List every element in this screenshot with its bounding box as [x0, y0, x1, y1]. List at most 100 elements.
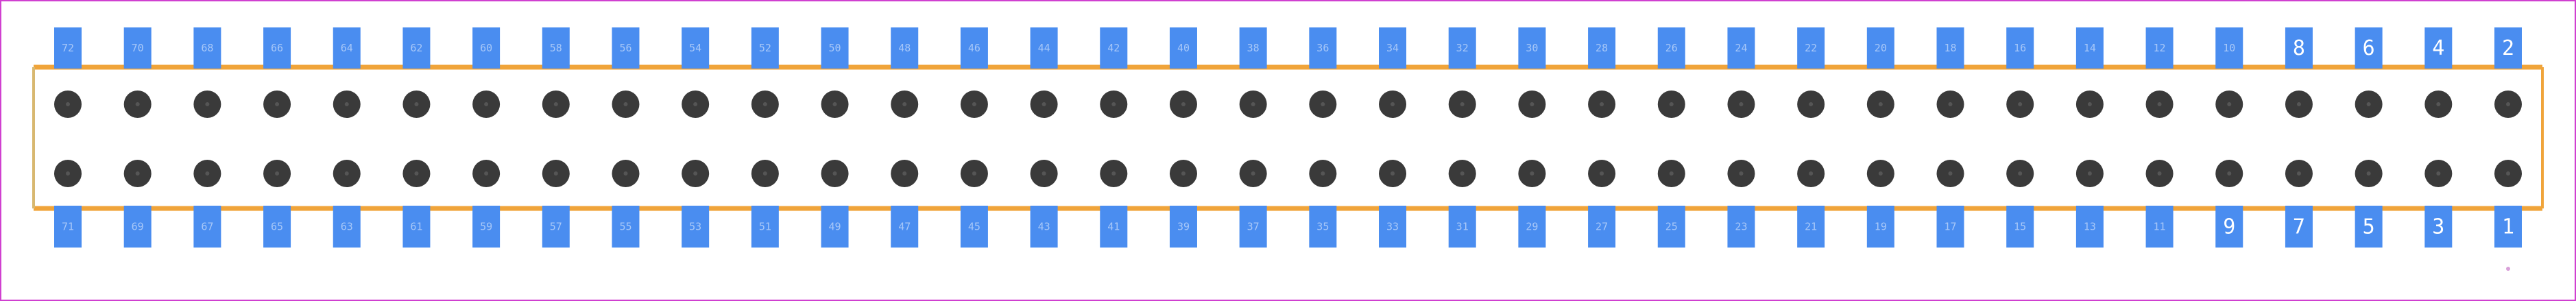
- top-row-pad: [1797, 27, 1825, 69]
- top-row-pad-label: 68: [201, 42, 213, 54]
- top-row-pad-label: 34: [1386, 42, 1399, 54]
- bottom-row-pad-label: 17: [1944, 221, 1956, 233]
- bottom-row-pad-label: 11: [2154, 221, 2166, 233]
- top-row-pad: [1518, 27, 1546, 69]
- through-hole-center: [2366, 102, 2371, 106]
- top-row-pad: [1379, 27, 1407, 69]
- top-row-pad-label: 24: [1735, 42, 1747, 54]
- bottom-row-pad-label: 61: [410, 221, 422, 233]
- through-hole-center: [1181, 102, 1185, 106]
- top-row-pad-label: 54: [689, 42, 701, 54]
- through-hole-center: [2157, 102, 2162, 106]
- bottom-row-pad: [1448, 206, 1476, 248]
- top-row-pad: [1866, 27, 1894, 69]
- bottom-row-pad: [2494, 206, 2522, 248]
- top-row-pad: [1936, 27, 1964, 69]
- bottom-row-pad: [1518, 206, 1546, 248]
- through-hole-center: [1878, 102, 1883, 106]
- top-row-pad-label: 16: [2014, 42, 2026, 54]
- through-hole-center: [344, 102, 349, 106]
- through-hole-center: [1669, 171, 1674, 176]
- top-row-pad: [542, 27, 570, 69]
- through-hole-center: [1111, 171, 1116, 176]
- top-row-pad-label: 46: [968, 42, 980, 54]
- bottom-row-pad-label: 25: [1665, 221, 1678, 233]
- through-hole-center: [1251, 171, 1255, 176]
- through-hole-center: [205, 102, 210, 106]
- top-row-pad-label: 14: [2084, 42, 2096, 54]
- bottom-row-pad-label: 69: [132, 221, 144, 233]
- through-hole-center: [553, 102, 558, 106]
- bottom-row-pad: [1936, 206, 1964, 248]
- top-row-pad-label: 8: [2293, 36, 2305, 60]
- through-hole-center: [414, 102, 419, 106]
- top-row-pad-label: 50: [829, 42, 841, 54]
- through-hole-center: [2366, 171, 2371, 176]
- top-row-pad: [2494, 27, 2522, 69]
- bottom-row-pad-label: 23: [1735, 221, 1747, 233]
- bottom-row-pad-label: 35: [1316, 221, 1329, 233]
- bottom-row-pad: [263, 206, 291, 248]
- top-row-pad-label: 60: [480, 42, 492, 54]
- through-hole-center: [2227, 171, 2232, 176]
- top-row-pad-label: 38: [1247, 42, 1260, 54]
- through-hole-center: [2506, 102, 2510, 106]
- through-hole-center: [1530, 171, 1534, 176]
- through-hole-center: [1600, 102, 1604, 106]
- top-row-pad: [1657, 27, 1685, 69]
- bottom-row-pad: [2006, 206, 2034, 248]
- through-hole-center: [1321, 171, 1325, 176]
- top-row-pad: [1727, 27, 1755, 69]
- through-hole-center: [2227, 102, 2232, 106]
- top-row-pad: [682, 27, 710, 69]
- top-row-pad-label: 64: [341, 42, 353, 54]
- bottom-row-pad-label: 63: [341, 221, 353, 233]
- bottom-row-pad: [1309, 206, 1337, 248]
- bottom-row-pad-label: 67: [201, 221, 213, 233]
- top-row-pad-label: 6: [2363, 36, 2375, 60]
- through-hole-center: [2296, 102, 2301, 106]
- top-row-pad-label: 56: [619, 42, 631, 54]
- through-hole-center: [414, 171, 419, 176]
- through-hole-center: [1739, 102, 1744, 106]
- top-row-pad: [1239, 27, 1267, 69]
- bottom-row-pad-label: 41: [1107, 221, 1120, 233]
- through-hole-center: [2018, 171, 2023, 176]
- bottom-row-pad: [402, 206, 431, 248]
- through-hole-center: [1321, 102, 1325, 106]
- top-row-pad-label: 22: [1805, 42, 1817, 54]
- bottom-row-pad-label: 57: [550, 221, 562, 233]
- through-hole-center: [484, 171, 489, 176]
- through-hole-center: [66, 171, 70, 176]
- bottom-row-pad: [960, 206, 988, 248]
- bottom-row-pad: [2145, 206, 2174, 248]
- through-hole-center: [1739, 171, 1744, 176]
- top-row-pad: [2145, 27, 2174, 69]
- bottom-row-pad: [612, 206, 640, 248]
- bottom-row-pad: [2215, 206, 2243, 248]
- top-row-pad: [2285, 27, 2313, 69]
- through-hole-center: [832, 171, 837, 176]
- bottom-row-pad-label: 33: [1386, 221, 1399, 233]
- bottom-row-pad-label: 55: [619, 221, 631, 233]
- through-hole-center: [832, 102, 837, 106]
- through-hole-center: [2018, 102, 2023, 106]
- top-row-pad: [1169, 27, 1197, 69]
- top-row-pad: [1588, 27, 1616, 69]
- through-hole-center: [1391, 102, 1395, 106]
- bottom-row-pad: [682, 206, 710, 248]
- bottom-row-pad: [1797, 206, 1825, 248]
- bottom-row-pad-label: 43: [1038, 221, 1050, 233]
- bottom-row-pad-label: 51: [759, 221, 771, 233]
- through-hole-center: [1948, 102, 1953, 106]
- through-hole-center: [902, 171, 907, 176]
- through-hole-center: [1181, 171, 1185, 176]
- bottom-row-pad-label: 53: [689, 221, 701, 233]
- bottom-row-pad-label: 7: [2293, 215, 2305, 239]
- through-hole-center: [135, 171, 140, 176]
- bottom-row-pad: [1727, 206, 1755, 248]
- top-row-pad: [2215, 27, 2243, 69]
- bottom-row-pad: [1239, 206, 1267, 248]
- top-row-pad-label: 10: [2223, 42, 2235, 54]
